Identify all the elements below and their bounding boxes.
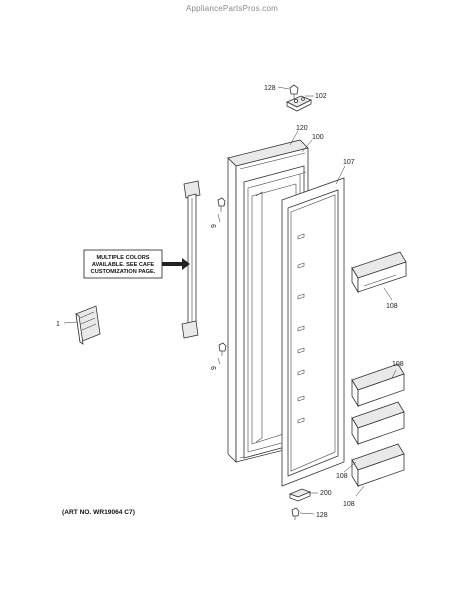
door-handle xyxy=(181,180,201,339)
door-bin-2 xyxy=(351,401,405,446)
note-line-1: MULTIPLE COLORS xyxy=(96,255,149,261)
callout-128-bottom: 128 xyxy=(316,512,328,519)
door-bin-1 xyxy=(351,363,405,408)
art-number: (ART NO. WR19064 C7) xyxy=(62,509,135,516)
door-bin-upper xyxy=(351,251,407,294)
callout-128-top: 128 xyxy=(264,85,276,92)
callout-100: 100 xyxy=(312,134,324,141)
note-line-2: AVAILABLE. SEE CAFE xyxy=(92,262,155,268)
callout-108-b: 108 xyxy=(392,361,404,368)
callout-108-d: 108 xyxy=(343,501,355,508)
callout-108-c: 108 xyxy=(336,473,348,480)
note-line-3: CUSTOMIZATION PAGE. xyxy=(91,269,156,275)
door-bin-3 xyxy=(351,443,405,488)
door-gasket-107 xyxy=(281,177,345,487)
callout-102: 102 xyxy=(315,93,327,100)
hinge-102 xyxy=(286,95,312,112)
color-note-callout xyxy=(83,249,190,279)
callout-9-top: 9 xyxy=(211,224,218,228)
info-card-1 xyxy=(75,305,101,345)
callout-120: 120 xyxy=(296,125,308,132)
callout-200: 200 xyxy=(320,490,332,497)
callout-107: 107 xyxy=(343,159,355,166)
screw-9-bottom xyxy=(218,342,227,356)
screw-9-top xyxy=(217,197,226,212)
screw-128-bottom xyxy=(291,507,300,520)
watermark-text: AppliancePartsPros.com xyxy=(186,4,278,13)
callout-1: 1 xyxy=(56,321,60,328)
callout-9-bottom: 9 xyxy=(211,366,218,370)
callout-108-a: 108 xyxy=(386,303,398,310)
hinge-200 xyxy=(288,488,312,502)
